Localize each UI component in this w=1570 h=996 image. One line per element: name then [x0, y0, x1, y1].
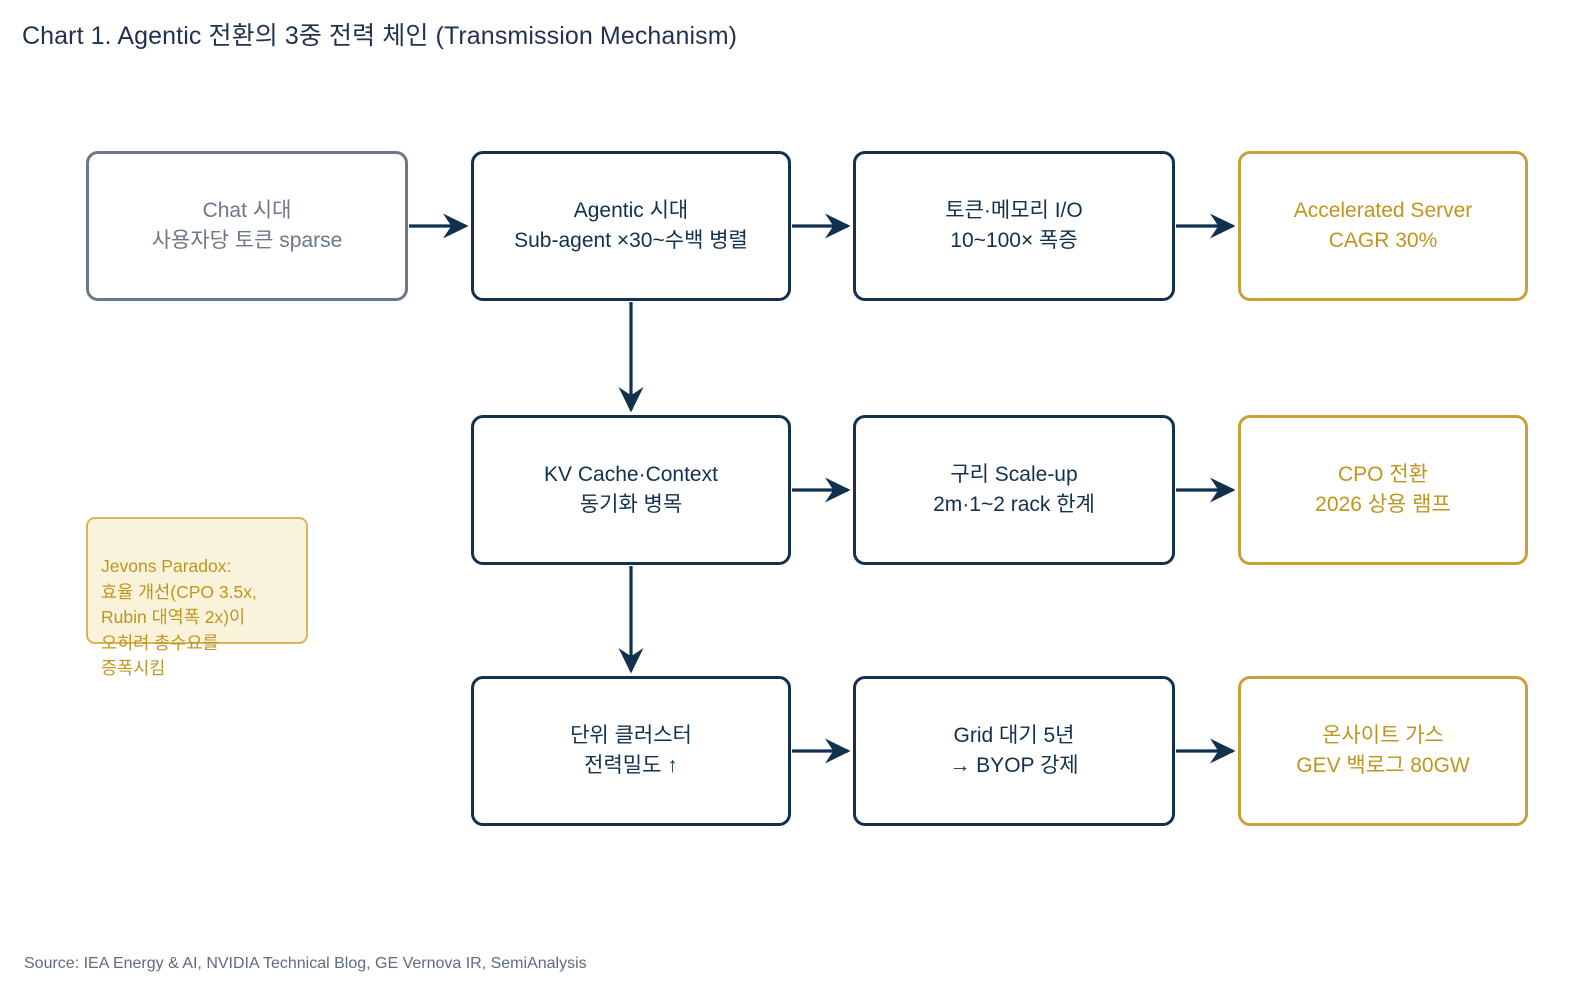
node-grid-wait-byop-label: Grid 대기 5년 → BYOP 강제 — [949, 724, 1079, 777]
page-title: Chart 1. Agentic 전환의 3중 전력 체인 (Transmiss… — [22, 22, 738, 50]
node-chat-era[interactable]: Chat 시대 사용자당 토큰 sparse — [86, 151, 408, 301]
node-copper-scale-up[interactable]: 구리 Scale-up 2m·1~2 rack 한계 — [853, 415, 1175, 565]
jevons-paradox-note-text: Jevons Paradox: 효율 개선(CPO 3.5x, Rubin 대역… — [101, 556, 257, 678]
node-accelerated-server[interactable]: Accelerated Server CAGR 30% — [1238, 151, 1528, 301]
node-copper-scale-up-label: 구리 Scale-up 2m·1~2 rack 한계 — [933, 463, 1095, 516]
node-cpo-transition[interactable]: CPO 전환 2026 상용 램프 — [1238, 415, 1528, 565]
node-chat-era-label: Chat 시대 사용자당 토큰 sparse — [151, 199, 343, 252]
node-token-memory-io-label: 토큰·메모리 I/O 10~100× 폭증 — [945, 199, 1083, 252]
node-cluster-power-density-label: 단위 클러스터 전력밀도 ↑ — [570, 724, 692, 777]
node-kv-cache-context-label: KV Cache·Context 동기화 병목 — [544, 463, 718, 516]
node-cluster-power-density[interactable]: 단위 클러스터 전력밀도 ↑ — [471, 676, 791, 826]
node-accelerated-server-label: Accelerated Server CAGR 30% — [1293, 199, 1473, 252]
node-cpo-transition-label: CPO 전환 2026 상용 램프 — [1315, 463, 1451, 516]
node-grid-wait-byop[interactable]: Grid 대기 5년 → BYOP 강제 — [853, 676, 1175, 826]
node-agentic-era[interactable]: Agentic 시대 Sub-agent ×30~수백 병렬 — [471, 151, 791, 301]
source-note: Source: IEA Energy & AI, NVIDIA Technica… — [24, 955, 587, 972]
node-token-memory-io[interactable]: 토큰·메모리 I/O 10~100× 폭증 — [853, 151, 1175, 301]
node-agentic-era-label: Agentic 시대 Sub-agent ×30~수백 병렬 — [514, 199, 748, 252]
node-onsite-gas[interactable]: 온사이트 가스 GEV 백로그 80GW — [1238, 676, 1528, 826]
jevons-paradox-note: Jevons Paradox: 효율 개선(CPO 3.5x, Rubin 대역… — [86, 517, 308, 678]
node-onsite-gas-label: 온사이트 가스 GEV 백로그 80GW — [1296, 724, 1470, 777]
node-kv-cache-context[interactable]: KV Cache·Context 동기화 병목 — [471, 415, 791, 565]
